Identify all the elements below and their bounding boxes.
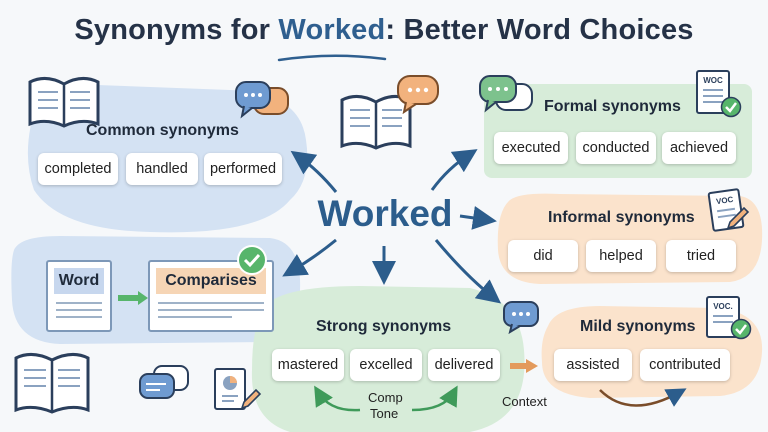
synonym-chip[interactable]: completed — [38, 153, 118, 185]
pencil-icon — [240, 388, 262, 410]
common-synonyms-title: Common synonyms — [86, 122, 239, 139]
title-highlight: Worked — [278, 14, 386, 46]
open-book-icon-center — [340, 95, 412, 150]
mild-synonyms-title: Mild synonyms — [580, 318, 696, 335]
word-card-label: Word — [54, 268, 104, 294]
synonym-chip[interactable]: mastered — [272, 349, 344, 381]
open-book-icon-bottom — [14, 353, 90, 414]
context-label: Context — [502, 394, 547, 409]
report-icon — [214, 368, 246, 410]
synonym-chip[interactable]: executed — [494, 132, 568, 164]
chat-bubbles-icon-formal — [479, 75, 533, 113]
synonym-chip[interactable]: performed — [204, 153, 282, 185]
chat-bubbles-icon-bottom — [139, 365, 189, 399]
formal-synonyms-title: Formal synonyms — [544, 98, 681, 115]
comp-label: Comp — [368, 390, 403, 405]
speech-bubble-icon-mild — [503, 301, 539, 334]
check-icon — [730, 318, 752, 340]
synonym-chip[interactable]: helped — [586, 240, 656, 272]
synonym-chip[interactable]: excelled — [350, 349, 422, 381]
synonym-chip[interactable]: contributed — [640, 349, 730, 381]
word-card: Word — [46, 260, 112, 332]
synonym-chip[interactable]: handled — [126, 153, 198, 185]
document-icon-mild: VOC. — [706, 296, 740, 338]
document-badge: VOC. — [713, 302, 733, 311]
synonym-chip[interactable]: achieved — [662, 132, 736, 164]
tone-label: Tone — [370, 406, 399, 421]
title-prefix: Synonyms for — [74, 14, 279, 46]
synonym-chip[interactable]: assisted — [554, 349, 632, 381]
pie-chart-icon — [222, 376, 238, 402]
speech-bubble-icon — [397, 75, 439, 114]
check-icon — [237, 245, 267, 275]
page-title: Synonyms for Worked: Better Word Choices — [0, 14, 768, 47]
strong-synonyms-title: Strong synonyms — [316, 318, 452, 335]
document-icon-formal: WOC — [696, 70, 730, 114]
chat-bubbles-icon — [235, 81, 289, 119]
title-suffix: : Better Word Choices — [385, 14, 694, 46]
synonym-chip[interactable]: did — [508, 240, 578, 272]
synonym-chip[interactable]: conducted — [576, 132, 656, 164]
synonym-chip[interactable]: delivered — [428, 349, 500, 381]
title-underline — [277, 54, 387, 62]
pencil-icon — [726, 206, 750, 230]
check-icon — [720, 96, 742, 118]
informal-synonyms-title: Informal synonyms — [548, 209, 695, 226]
synonym-chip[interactable]: tried — [666, 240, 736, 272]
document-badge: WOC — [703, 76, 723, 85]
center-word: Worked — [317, 193, 453, 234]
open-book-icon — [28, 77, 100, 128]
